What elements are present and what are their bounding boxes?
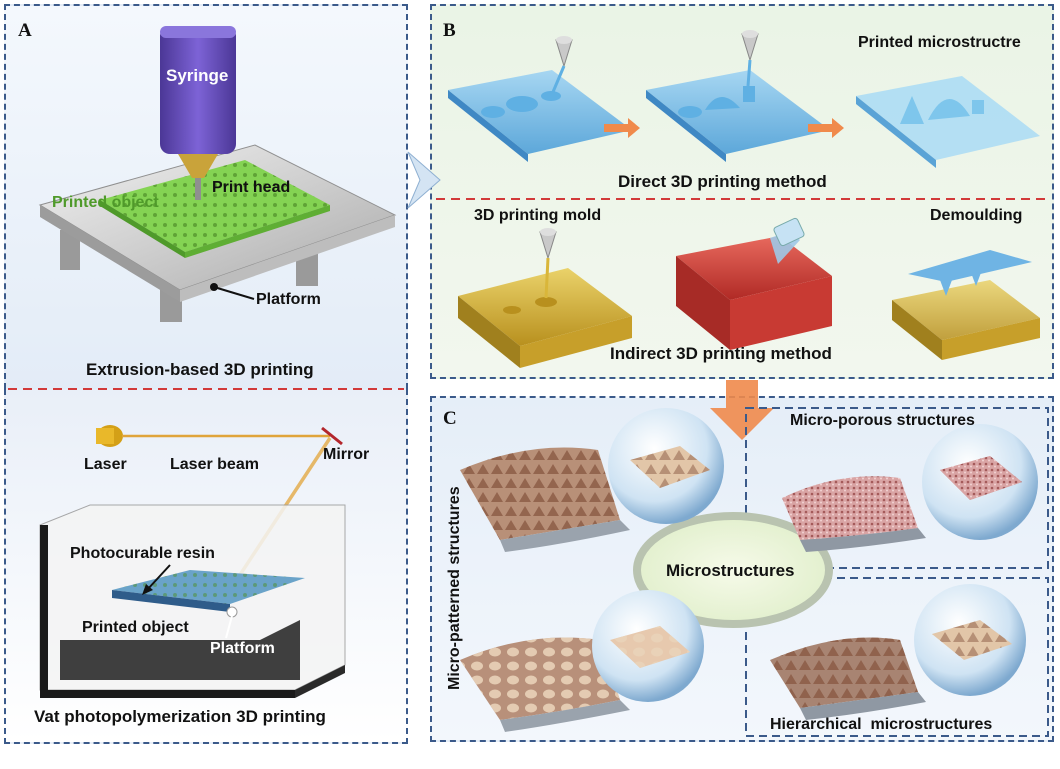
demoulding-label: Demoulding [930,207,1023,224]
direct-printing-illustration [448,30,1040,168]
orange-arrow-icon [808,118,844,138]
platform-label-a: Platform [256,291,321,308]
printed-object-label-vat: Printed object [82,619,189,636]
micro-patterned-label: Micro-patterned structures [446,486,463,690]
vat-printer-illustration [39,425,346,698]
panel-b-letter: B [443,20,456,41]
laser-label: Laser [84,456,127,473]
microstructures-illustration [460,407,1049,737]
panel-a-letter: A [18,20,32,41]
printed-object-label-a: Printed object [52,194,159,211]
resin-label: Photocurable resin [70,545,215,562]
extrusion-printer-illustration [38,26,397,322]
mirror-label: Mirror [323,446,370,463]
mold-label: 3D printing mold [474,207,602,224]
printed-microstructure-label: Printed microstructre [858,34,1021,51]
laser-beam-label: Laser beam [170,456,259,473]
print-head-label: Print head [212,179,291,196]
syringe-label: Syringe [166,66,229,85]
hierarchical-label: Hierarchical microstructures [770,716,993,733]
orange-arrow-icon [604,118,640,138]
platform-label-vat: Platform [210,640,275,657]
direct-caption: Direct 3D printing method [618,172,827,191]
chevron-arrow-icon [407,151,441,209]
down-arrow-icon [710,380,774,440]
panel-c-letter: C [443,408,457,429]
vat-caption: Vat photopolymerization 3D printing [34,707,326,726]
microstructures-center-label: Microstructures [666,561,795,580]
indirect-caption: Indirect 3D printing method [610,344,832,363]
indirect-printing-illustration [458,217,1040,368]
micro-porous-label: Micro-porous structures [790,412,975,429]
extrusion-caption: Extrusion-based 3D printing [86,360,314,379]
